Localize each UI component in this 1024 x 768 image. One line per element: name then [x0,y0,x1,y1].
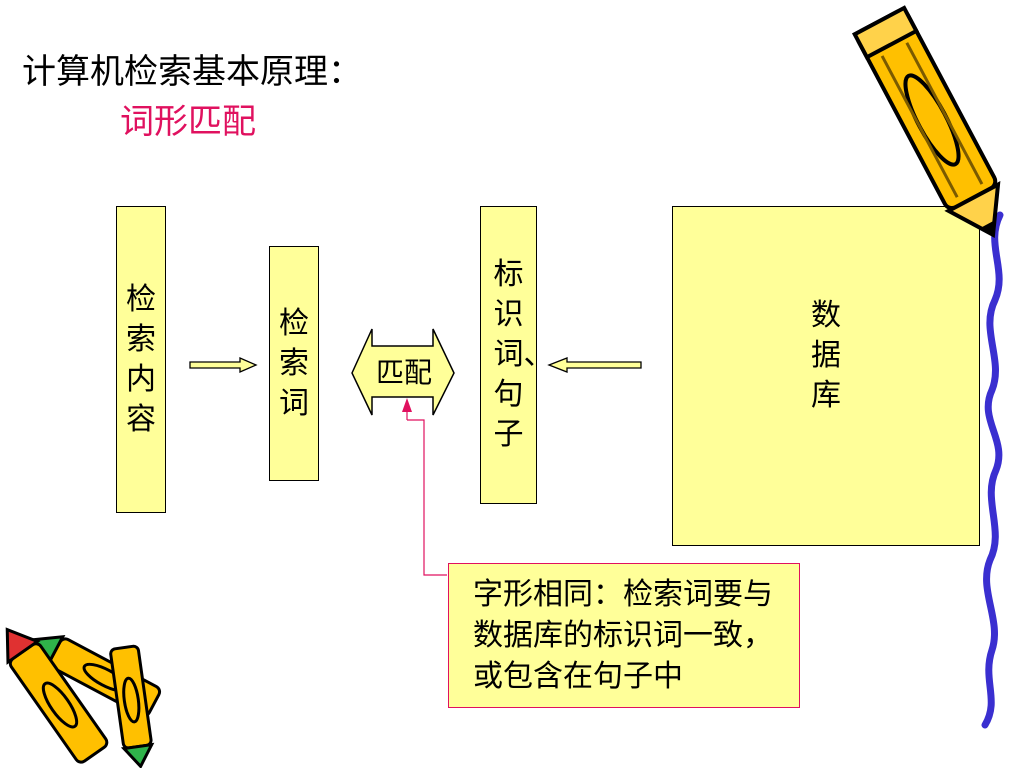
crayons-icon [5,627,162,768]
search-term-label: 检索词 [279,305,309,421]
match-double-arrow-icon [351,328,455,416]
search-term-box: 检索词 [269,246,319,481]
slide-title: 计算机检索基本原理： [22,52,362,92]
pencil-icon [851,5,1001,238]
database-label: 数据库 [811,298,841,413]
slide-subtitle: 词形匹配 [120,102,256,142]
squiggle-line [981,211,1004,729]
database-box: 数据库 [672,206,980,546]
arrow-right-icon [189,357,258,373]
match-label: 匹配 [375,356,432,389]
identifier-box: 标识词、句子 [480,206,554,504]
arrow-left-icon [547,357,642,373]
search-content-label: 检索内容 [126,281,156,437]
identifier-label: 标识词、句子 [493,257,554,452]
search-content-box: 检索内容 [116,206,166,513]
callout-note: 字形相同：检索词要与数据库的标识词一致，或包含在句子中 [448,563,800,708]
callout-connector [402,398,447,576]
